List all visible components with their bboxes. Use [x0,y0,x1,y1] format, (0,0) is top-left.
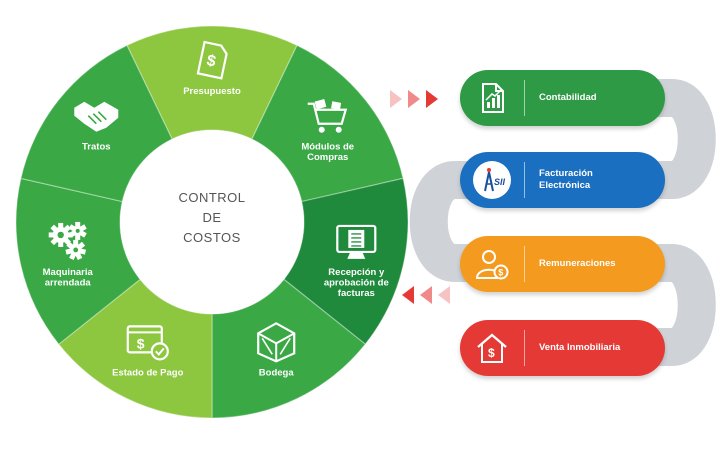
segment-label: Bodega [259,367,295,378]
person-money-icon: $ [460,236,524,292]
module-label: Facturación Electrónica [539,168,593,191]
payment-check-icon: $ [126,325,169,361]
arrow-right-icon [390,90,438,108]
module-label: Venta Inmobiliaria [539,342,621,353]
wheel-center [120,130,304,314]
handshake-icon [74,101,119,132]
arrow-left-icon [402,286,450,304]
crate-icon [257,322,296,363]
module-label: Remuneraciones [539,258,616,269]
module-label: Contabilidad [539,92,597,103]
module-contabilidad[interactable]: Contabilidad [460,70,665,126]
svg-text:$: $ [137,335,145,351]
house-dollar-icon: $ [460,320,524,376]
module-venta-inmobiliaria[interactable]: $ Venta Inmobiliaria [460,320,665,376]
svg-text:$: $ [205,52,217,70]
segment-label: Tratos [82,142,111,153]
module-facturacion[interactable]: SII Facturación Electrónica [460,152,665,208]
svg-text:SII: SII [494,177,506,187]
svg-text:$: $ [498,268,503,278]
svg-text:$: $ [488,346,495,360]
segment-label: Estado de Pago [112,367,183,378]
segment-label: Presupuesto [183,86,241,97]
shopping-cart-icon [307,99,348,133]
chart-document-icon [460,70,524,126]
module-remuneraciones[interactable]: $ Remuneraciones [460,236,665,292]
invoice-dollar-icon: $ [196,40,228,80]
sii-logo-icon: SII [460,152,524,208]
monitor-document-icon [336,224,377,259]
gears-icon [48,221,87,261]
